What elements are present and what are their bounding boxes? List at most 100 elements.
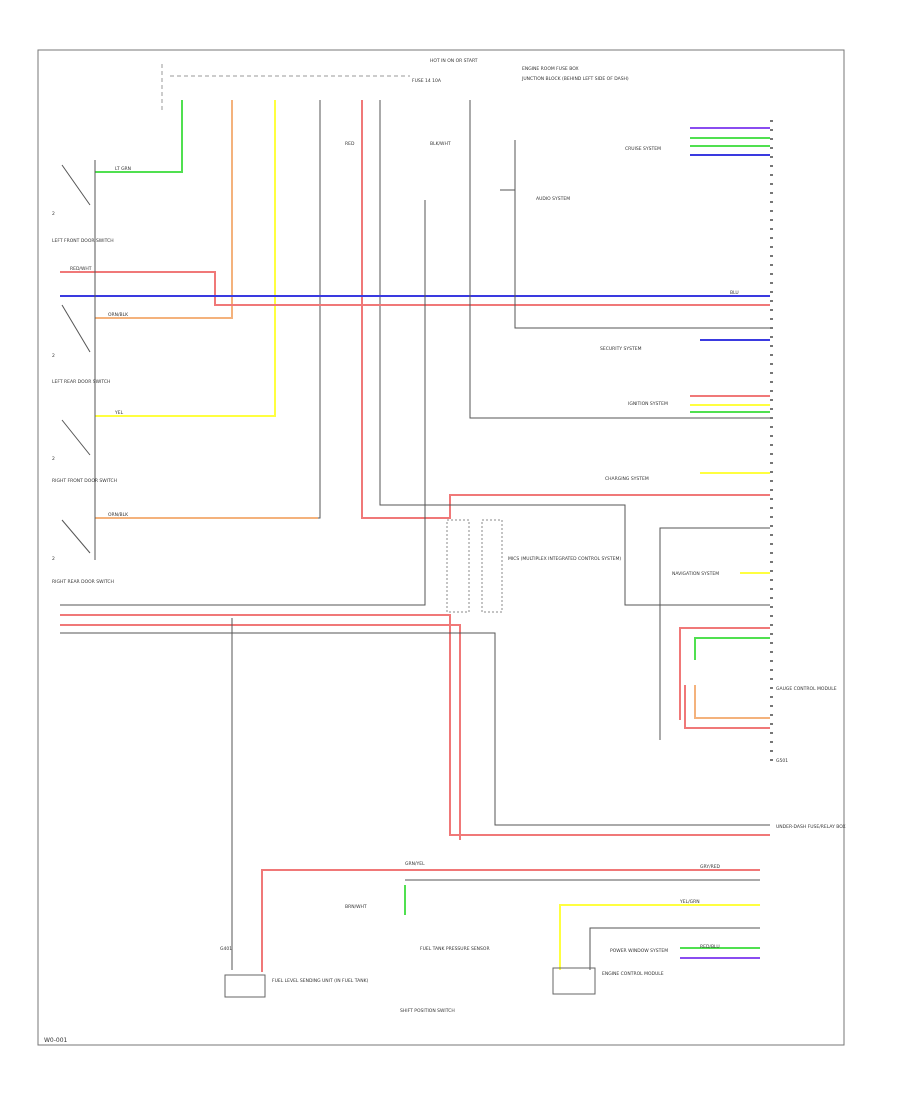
label-lt-grn: LT GRN: [115, 166, 131, 172]
label-brn-wht: BRN/WHT: [345, 904, 367, 910]
switch-num-rf: 2: [52, 456, 55, 462]
connector-pin: [770, 219, 773, 221]
connector-pin: [770, 174, 773, 176]
connector-pin: [770, 183, 773, 185]
connector-pin: [770, 255, 773, 257]
connector-pin: [770, 687, 773, 689]
fuse-box-label: ENGINE ROOM FUSE BOX: [522, 66, 579, 72]
system-security: SECURITY SYSTEM: [600, 346, 642, 352]
fuse-label: FUSE 14 10A: [412, 78, 442, 84]
connector-pin: [770, 750, 773, 752]
connector-pin: [770, 309, 773, 311]
connector-pin: [770, 462, 773, 464]
fuel-sender-box: [224, 974, 266, 998]
label-orn-blk-2: ORN/BLK: [108, 512, 129, 518]
system-navigation: NAVIGATION SYSTEM: [672, 571, 719, 577]
fuel-sender-label: FUEL LEVEL SENDING UNIT (IN FUEL TANK): [272, 978, 369, 984]
system-power-window: POWER WINDOW SYSTEM: [610, 948, 668, 954]
label-blk-wht: BLK/WHT: [430, 141, 451, 147]
label-red-wht: RED/WHT: [70, 266, 92, 272]
connector-pin: [770, 570, 773, 572]
connector-pin: [770, 273, 773, 275]
connector-pin: [770, 228, 773, 230]
connector-pin: [770, 138, 773, 140]
connector-pin: [770, 363, 773, 365]
switch-rr: [61, 519, 91, 554]
connector-pin: [770, 732, 773, 734]
connector-pin: [770, 435, 773, 437]
shift-lever-label: SHIFT POSITION SWITCH: [400, 1008, 455, 1014]
wire-grey-bottom-2: [589, 927, 760, 970]
switch-num-lf: 2: [52, 211, 55, 217]
connector-pin: [770, 453, 773, 455]
label-yel: YEL: [114, 410, 124, 416]
switch-group: [61, 160, 96, 560]
switch-lf: [61, 164, 91, 206]
switch-label-lr: LEFT REAR DOOR SWITCH: [52, 379, 110, 385]
wire-junction-2: [514, 140, 770, 329]
system-cruise: CRUISE SYSTEM: [625, 146, 661, 152]
ecm-box: [552, 967, 596, 995]
label-red-top: RED: [345, 141, 355, 147]
ground-label: G401: [220, 946, 232, 952]
pin-column: [770, 120, 773, 761]
wire-green-r4: [694, 637, 770, 660]
wire-red-low: [60, 614, 770, 836]
connector-pin: [770, 444, 773, 446]
system-ignition: IGNITION SYSTEM: [628, 401, 668, 407]
connector-pin: [770, 633, 773, 635]
connector-pin: [770, 579, 773, 581]
system-charging: CHARGING SYSTEM: [605, 476, 649, 482]
under-dash-label: UNDER-DASH FUSE/RELAY BOX: [776, 824, 846, 830]
connector-pin: [770, 264, 773, 266]
wire-gauge-1: [659, 527, 770, 740]
gauge-label: GAUGE CONTROL MODULE: [776, 686, 837, 692]
connector-pin: [770, 489, 773, 491]
connector-pin: [770, 408, 773, 410]
wire-red-r3: [684, 685, 770, 729]
connector-pin: [770, 237, 773, 239]
connector-pin: [770, 417, 773, 419]
system-audio: AUDIO SYSTEM: [536, 196, 570, 202]
connector-pin: [770, 282, 773, 284]
switch-label-lf: LEFT FRONT DOOR SWITCH: [52, 238, 114, 244]
connector-pin: [770, 480, 773, 482]
wire-junction-3: [60, 200, 426, 606]
wire-red: [361, 100, 770, 519]
connector-pin: [770, 597, 773, 599]
wire-green: [95, 100, 183, 173]
connector-pin: [770, 165, 773, 167]
connector-pin: [770, 561, 773, 563]
connector-pin: [770, 156, 773, 158]
wire-grey-2: [379, 100, 770, 606]
connector-pin: [770, 642, 773, 644]
ecm-label: ENGINE CONTROL MODULE: [602, 971, 664, 977]
connector-pin: [770, 723, 773, 725]
wire-grey-1: [95, 100, 321, 519]
connector-pin: [770, 507, 773, 509]
page-code: W0-001: [44, 1037, 68, 1044]
switch-num-lr: 2: [52, 353, 55, 359]
wire-orange-r1: [694, 685, 770, 719]
connector-pin: [770, 147, 773, 149]
connector-pin: [770, 336, 773, 338]
wire-red-low-2: [60, 624, 461, 840]
connector-pin: [770, 741, 773, 743]
wire-yellow: [95, 100, 276, 417]
wire-orange: [95, 100, 233, 319]
connector-pin: [770, 390, 773, 392]
connector-pin: [770, 426, 773, 428]
wire-junction-1: [469, 100, 770, 419]
connector-pin: [770, 291, 773, 293]
connector-pin: [770, 624, 773, 626]
connector-pin: [770, 372, 773, 374]
connector-pin: [770, 534, 773, 536]
hot-label: HOT IN ON OR START: [430, 58, 478, 64]
label-blu: BLU: [730, 290, 739, 296]
connector-pin: [770, 696, 773, 698]
switch-num-rr: 2: [52, 556, 55, 562]
fuel-tank-sensor-label: FUEL TANK PRESSURE SENSOR: [420, 946, 490, 952]
switch-label-rf: RIGHT FRONT DOOR SWITCH: [52, 478, 117, 484]
wire-red-horizontal: [60, 271, 770, 306]
